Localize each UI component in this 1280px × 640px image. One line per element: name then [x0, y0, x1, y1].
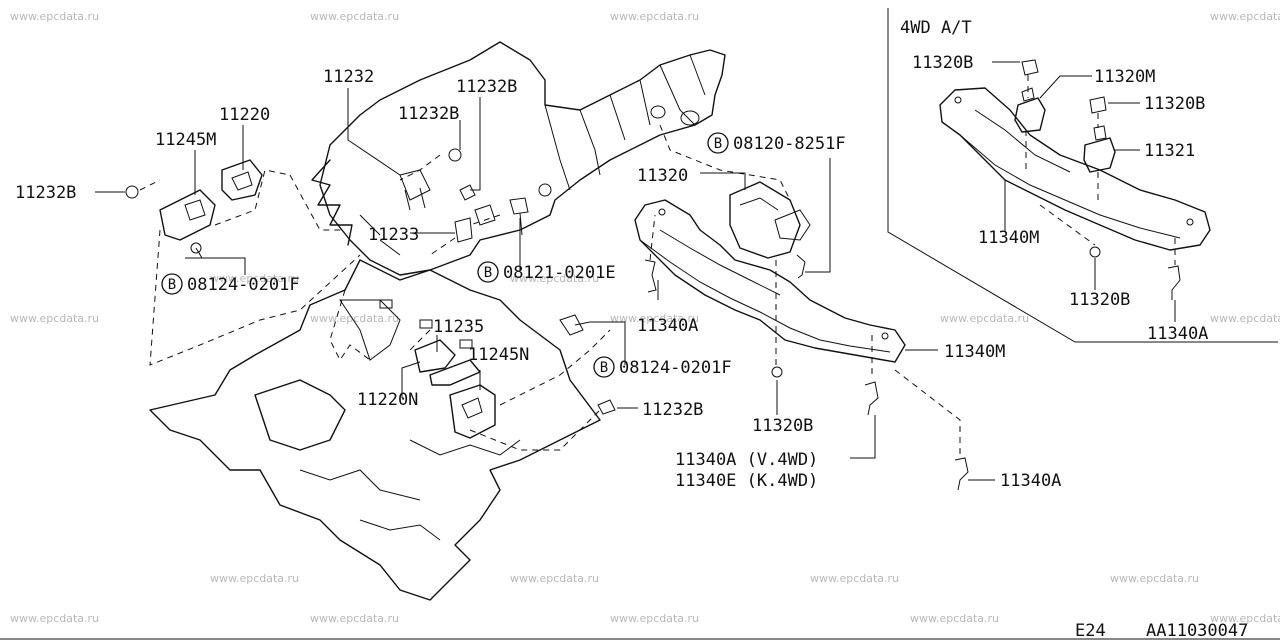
part-label: 11245N	[468, 345, 529, 365]
part-label: 11320B	[1069, 290, 1130, 310]
part-label: 08124-0201F	[619, 358, 732, 378]
part-label: 11320B	[912, 53, 973, 73]
bolt-marker: B	[600, 360, 608, 376]
crossmember-drawing	[634, 181, 969, 491]
4wd-at-panel	[887, 8, 1278, 343]
part-label: 11232B	[398, 104, 459, 124]
part-label: 11320M	[1094, 67, 1155, 87]
part-label: 11340A	[1000, 471, 1061, 491]
part-labels: 11232 11232B 11232B 11220 11245M 11232B …	[15, 18, 1208, 491]
part-label: 11220	[219, 105, 270, 125]
section-code: E24	[1075, 621, 1106, 640]
part-label: 11340A	[637, 316, 698, 336]
figure-code: AA11030047	[1146, 621, 1248, 640]
section-title: 4WD A/T	[900, 18, 972, 38]
watermark: www.epcdata.ru	[1110, 572, 1199, 585]
watermark: www.epcdata.ru	[210, 572, 299, 585]
part-label: 11340A	[1147, 324, 1208, 344]
watermark: www.epcdata.ru	[210, 272, 299, 285]
watermark: www.epcdata.ru	[510, 572, 599, 585]
watermark: www.epcdata.ru	[310, 10, 399, 23]
watermark: www.epcdata.ru	[610, 10, 699, 23]
watermark: www.epcdata.ru	[1210, 612, 1280, 625]
part-label: 11232B	[642, 400, 703, 420]
part-label: 11220N	[357, 390, 418, 410]
watermark: www.epcdata.ru	[1210, 312, 1280, 325]
part-label: 11235	[433, 317, 484, 337]
part-label: 08124-0201F	[187, 275, 300, 295]
part-label: 11320B	[752, 416, 813, 436]
watermark: www.epcdata.ru	[610, 612, 699, 625]
bolt-markers: B B B B	[161, 132, 729, 378]
part-label: 11232B	[456, 77, 517, 97]
bolt-marker: B	[714, 136, 722, 152]
part-label: 11340E (K.4WD)	[675, 471, 818, 491]
watermark: www.epcdata.ru	[310, 312, 399, 325]
bolt-marker: B	[168, 277, 176, 293]
part-label: 11340A (V.4WD)	[675, 450, 818, 470]
part-label: 11321	[1144, 141, 1195, 161]
part-label: 08121-0201E	[503, 263, 616, 283]
part-label: 11320B	[1144, 94, 1205, 114]
watermark: www.epcdata.ru	[10, 10, 99, 23]
watermark: www.epcdata.ru	[510, 272, 599, 285]
part-label: 11340M	[944, 342, 1005, 362]
watermark: www.epcdata.ru	[610, 312, 699, 325]
engine-block-drawing	[149, 259, 601, 601]
watermark: www.epcdata.ru	[10, 612, 99, 625]
part-label: 11340M	[978, 228, 1039, 248]
part-label: 11232	[323, 67, 374, 87]
leader-lines	[95, 61, 1176, 481]
part-label: 11232B	[15, 183, 76, 203]
watermark: www.epcdata.ru	[10, 312, 99, 325]
assembly-lines	[139, 75, 1176, 455]
watermark: www.epcdata.ru	[310, 612, 399, 625]
watermark: www.epcdata.ru	[910, 612, 999, 625]
watermarks: www.epcdata.ru www.epcdata.ru www.epcdat…	[10, 10, 1280, 625]
bolt-marker: B	[484, 265, 492, 281]
part-label: 08120-8251F	[733, 134, 846, 154]
watermark: www.epcdata.ru	[940, 312, 1029, 325]
part-label: 11233	[368, 225, 419, 245]
watermark: www.epcdata.ru	[810, 572, 899, 585]
left-engine-mount-drawing	[125, 159, 263, 259]
part-label: 11245M	[155, 130, 216, 150]
panel-border	[887, 8, 1278, 343]
watermark: www.epcdata.ru	[1210, 10, 1280, 23]
transmission-drawing	[311, 41, 726, 276]
part-label: 11320	[637, 166, 688, 186]
